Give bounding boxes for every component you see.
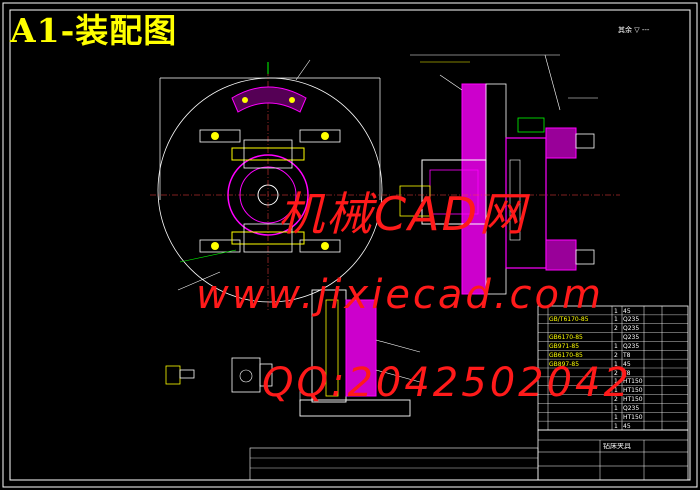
bom-qty: 1 xyxy=(614,413,618,421)
bom-qty: 2 xyxy=(614,369,618,377)
bom-material: HT150 xyxy=(623,413,643,421)
detail-view xyxy=(299,289,421,417)
bom-qty: 2 xyxy=(614,396,618,404)
bom-qty: 1 xyxy=(614,307,618,315)
bom-material: HT150 xyxy=(623,378,643,386)
watermark-line-1: 机械CAD网 xyxy=(278,187,528,241)
bom-material: HT150 xyxy=(623,396,643,404)
bom-code: GB6170-85 xyxy=(549,334,583,342)
bom-code: GB897-85 xyxy=(549,360,580,368)
roughness-note: 其余 ▽ --- xyxy=(618,26,650,34)
watermark-line-3: QQ:2042502042 xyxy=(262,360,632,406)
watermark-line-2: www.jixiecad.com xyxy=(196,272,604,318)
bom-qty: 1 xyxy=(614,316,618,324)
bom-qty: 1 xyxy=(614,404,618,412)
bom-material: Q235 xyxy=(623,404,640,412)
bom-material: T8 xyxy=(623,351,631,359)
bom-code: GB/T6170-85 xyxy=(549,316,589,324)
bom-material: HT150 xyxy=(623,387,643,395)
bom-material: 45 xyxy=(623,422,631,430)
small-details xyxy=(165,357,273,393)
section-view xyxy=(396,54,620,295)
bom-material: Q235 xyxy=(623,325,640,333)
bom-material: 45 xyxy=(623,307,631,315)
drawing-title: A1-装配图 xyxy=(10,11,178,50)
bom-material: Q235 xyxy=(623,342,640,350)
bom-qty: 2 xyxy=(614,325,618,333)
bom-material: Q235 xyxy=(623,334,640,342)
bom-code: GB6170-85 xyxy=(549,351,583,359)
inner-border xyxy=(9,9,691,481)
bom-qty: 1 xyxy=(614,387,618,395)
bom-qty: 1 xyxy=(614,422,618,430)
bom-qty: 1 xyxy=(614,360,618,368)
bom-qty: 2 xyxy=(614,351,618,359)
bom-qty: 1 xyxy=(614,342,618,350)
drawing-name: 钻床夹具 xyxy=(603,443,631,450)
plan-view xyxy=(150,59,390,310)
bom-qty: 1 xyxy=(614,378,618,386)
bom-material: T8 xyxy=(623,369,631,377)
bom-code: GB971-85 xyxy=(549,342,580,350)
base-circle xyxy=(157,77,383,303)
title-block xyxy=(249,429,689,481)
bom-row-lines xyxy=(538,314,688,422)
bom-material: Q235 xyxy=(623,316,640,324)
bom-material: 45 xyxy=(623,360,631,368)
